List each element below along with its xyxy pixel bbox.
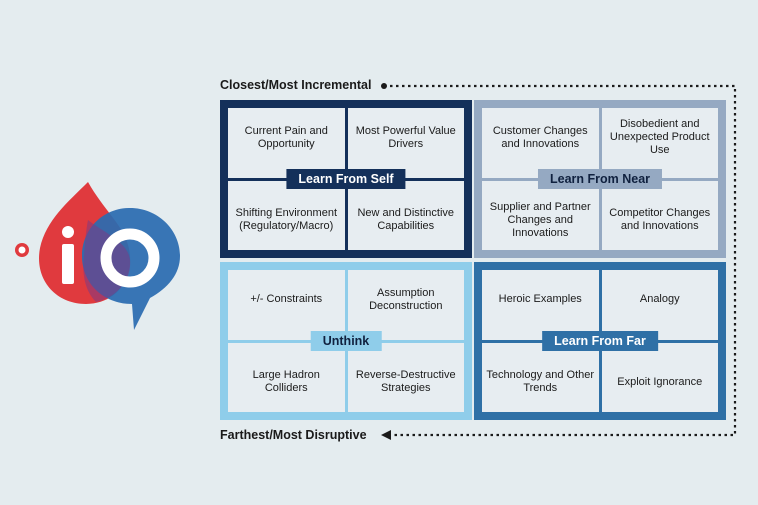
cell-far-2: Analogy (601, 270, 718, 340)
label-unthink: Unthink (310, 331, 382, 351)
axis-top-label: Closest/Most Incremental (220, 78, 372, 92)
cell-unthink-2: Assumption Deconstruction (347, 270, 464, 340)
cell-near-2: Disobedient and Unexpected Product Use (601, 108, 718, 178)
cell-self-1: Current Pain and Opportunity (228, 108, 345, 178)
quadrant-learn-from-self: Current Pain and Opportunity Most Powerf… (220, 100, 472, 258)
cell-near-3: Supplier and Partner Changes and Innovat… (482, 180, 599, 250)
cell-unthink-4: Reverse-Destructive Strategies (347, 342, 464, 412)
cell-self-3: Shifting Environment (Regulatory/Macro) (228, 180, 345, 250)
quadrant-learn-from-far: Heroic Examples Analogy Technology and O… (474, 262, 726, 420)
logo (15, 182, 180, 330)
cell-near-4: Competitor Changes and Innovations (601, 180, 718, 250)
arrow-start-dot (381, 83, 387, 89)
quadrant-learn-from-near: Customer Changes and Innovations Disobed… (474, 100, 726, 258)
quadrant-unthink: +/- Constraints Assumption Deconstructio… (220, 262, 472, 420)
arrow-head-icon (381, 430, 391, 440)
cell-self-4: New and Distinctive Capabilities (347, 180, 464, 250)
cell-near-1: Customer Changes and Innovations (482, 108, 599, 178)
cell-far-3: Technology and Other Trends (482, 342, 599, 412)
cell-self-2: Most Powerful Value Drivers (347, 108, 464, 178)
label-learn-from-far: Learn From Far (542, 331, 658, 351)
axis-bottom-label: Farthest/Most Disruptive (220, 428, 367, 442)
label-learn-from-self: Learn From Self (286, 169, 406, 189)
cell-unthink-3: Large Hadron Colliders (228, 342, 345, 412)
label-learn-from-near: Learn From Near (537, 169, 663, 189)
cell-unthink-1: +/- Constraints (228, 270, 345, 340)
logo-mark (15, 182, 180, 330)
cell-far-4: Exploit Ignorance (601, 342, 718, 412)
cell-far-1: Heroic Examples (482, 270, 599, 340)
